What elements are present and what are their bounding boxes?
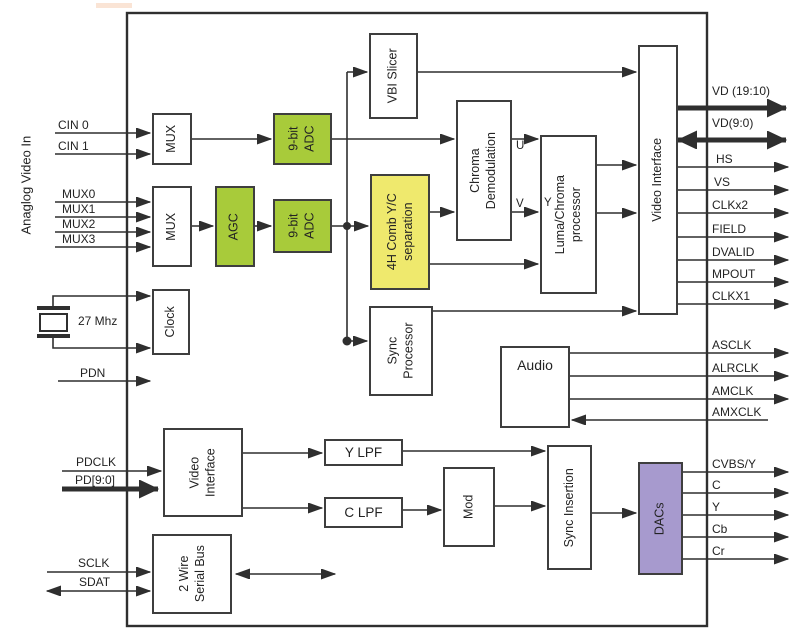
block-mod: Mod (443, 467, 495, 547)
pin-label-mux2: MUX2 (62, 217, 96, 231)
pin-label-dvalid: DVALID (712, 245, 755, 259)
pin-label-clkx2: CLKx2 (712, 198, 749, 212)
pin-label-y: Y (712, 500, 721, 514)
chip-outline (125, 11, 709, 628)
crystal-icon (37, 306, 70, 338)
pin-label-mpout: MPOUT (712, 267, 756, 281)
pin-label-xtal: 27 Mhz (78, 314, 118, 328)
pin-label-amclk: AMCLK (712, 384, 754, 398)
pin-label-amxclk: AMXCLK (712, 405, 762, 419)
block-c-lpf: C LPF (324, 497, 403, 528)
pin-label-vd-lo: VD(9:0) (712, 116, 754, 130)
pin-label-mux3: MUX3 (62, 232, 96, 246)
pin-label-sdat: SDAT (79, 575, 111, 589)
block-clock: Clock (152, 289, 190, 355)
pin-label-field: FIELD (712, 222, 747, 236)
net-label-u: U (516, 140, 525, 152)
analog-video-in-label: Anaglog Video In (17, 135, 33, 235)
block-agc: AGC (215, 186, 255, 267)
block-audio: Audio (500, 346, 570, 428)
junction-dot-syncproc (342, 336, 352, 346)
block-video-interface-top: Video Interface (638, 45, 678, 315)
pin-label-cb: Cb (712, 522, 728, 536)
block-sync-insertion: Sync Insertion (547, 445, 592, 570)
pin-label-pdn: PDN (80, 366, 106, 380)
junction-dot-adc2 (343, 222, 351, 230)
pin-label-cvbs: CVBS/Y (712, 457, 757, 471)
block-mux-bottom: MUX (152, 186, 192, 267)
pin-label-sclk: SCLK (78, 556, 110, 570)
wire-xtal-top (52, 296, 150, 306)
pin-label-cr: Cr (712, 544, 725, 558)
pin-label-mux1: MUX1 (62, 202, 96, 216)
scan-artifact (96, 3, 132, 8)
net-label-y: Y (544, 197, 552, 209)
net-label-v: V (516, 198, 524, 210)
pin-label-pd: PD[9:0] (75, 473, 116, 487)
pin-label-c: C (712, 478, 721, 492)
pin-label-asclk: ASCLK (712, 338, 752, 352)
pin-label-hs: HS (716, 152, 733, 166)
pin-label-vd-hi: VD (19:10) (712, 84, 771, 98)
pin-label-alrclk: ALRCLK (712, 361, 759, 375)
wire-xtal-bottom (52, 338, 150, 348)
block-mux-top: MUX (152, 113, 192, 165)
pin-label-cin1: CIN 1 (58, 139, 89, 153)
pin-label-mux0: MUX0 (62, 187, 96, 201)
block-dacs: DACs (638, 462, 683, 575)
block-y-lpf: Y LPF (324, 439, 403, 466)
block-vbi-slicer: VBI Slicer (369, 33, 418, 119)
pin-label-pdclk: PDCLK (76, 455, 117, 469)
pin-label-clkx1: CLKX1 (712, 289, 751, 303)
pin-label-vs: VS (714, 175, 731, 189)
pin-label-cin0: CIN 0 (58, 118, 89, 132)
